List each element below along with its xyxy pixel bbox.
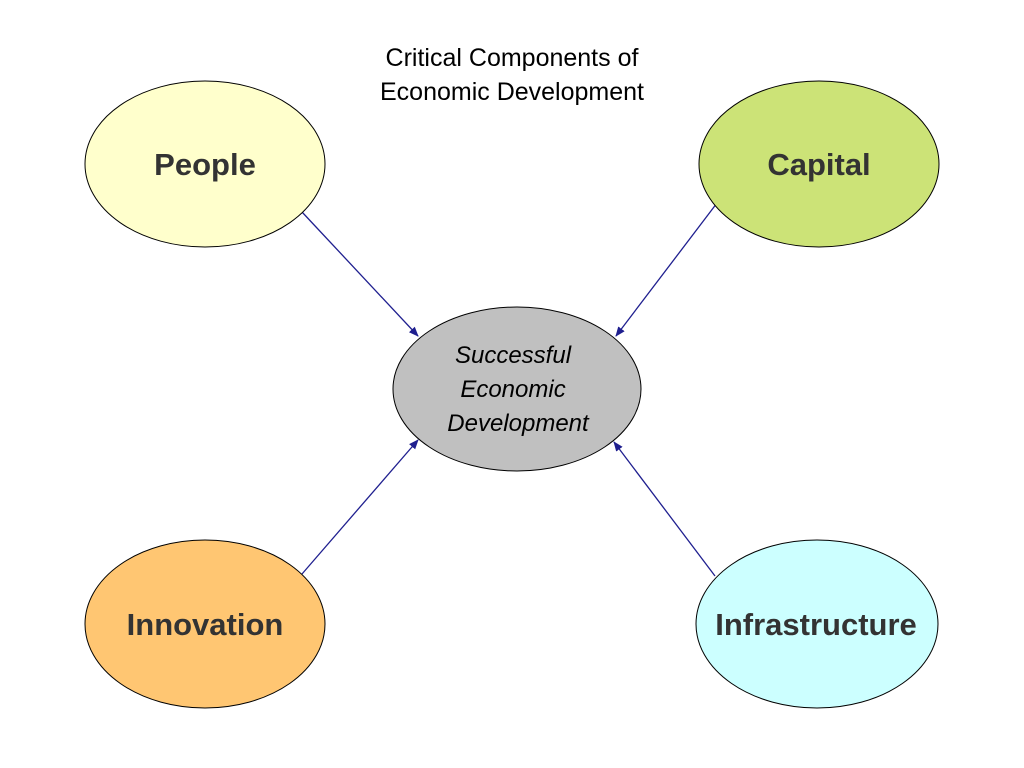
node-infrastructure: Infrastructure <box>695 539 939 709</box>
node-capital-label: Capital <box>767 147 870 182</box>
node-infrastructure-label: Infrastructure <box>715 607 917 642</box>
arrow-capital-to-center <box>615 202 718 337</box>
node-infrastructure-ellipse <box>695 539 939 709</box>
arrow-people-to-center <box>301 211 419 337</box>
node-people: People <box>84 80 326 248</box>
node-center-ellipse <box>392 306 642 472</box>
node-innovation-label: Innovation <box>127 607 284 642</box>
arrow-innovation-to-center <box>301 439 419 575</box>
center-label-line-2: Economic <box>460 376 565 403</box>
node-capital-ellipse <box>698 80 940 248</box>
center-label-line-1: Successful <box>455 342 572 369</box>
node-capital: Capital <box>698 80 940 248</box>
center-label-line-3: Development <box>447 410 590 437</box>
title-line-1: Critical Components of <box>386 44 639 72</box>
arrow-infrastructure-to-center <box>613 441 716 577</box>
node-innovation: Innovation <box>84 539 326 709</box>
diagram-title: Critical Components of Economic Developm… <box>380 44 644 106</box>
node-innovation-ellipse <box>84 539 326 709</box>
node-people-ellipse <box>84 80 326 248</box>
title-line-2: Economic Development <box>380 78 644 106</box>
node-people-label: People <box>154 147 256 182</box>
node-center: Successful Economic Development <box>392 306 642 472</box>
